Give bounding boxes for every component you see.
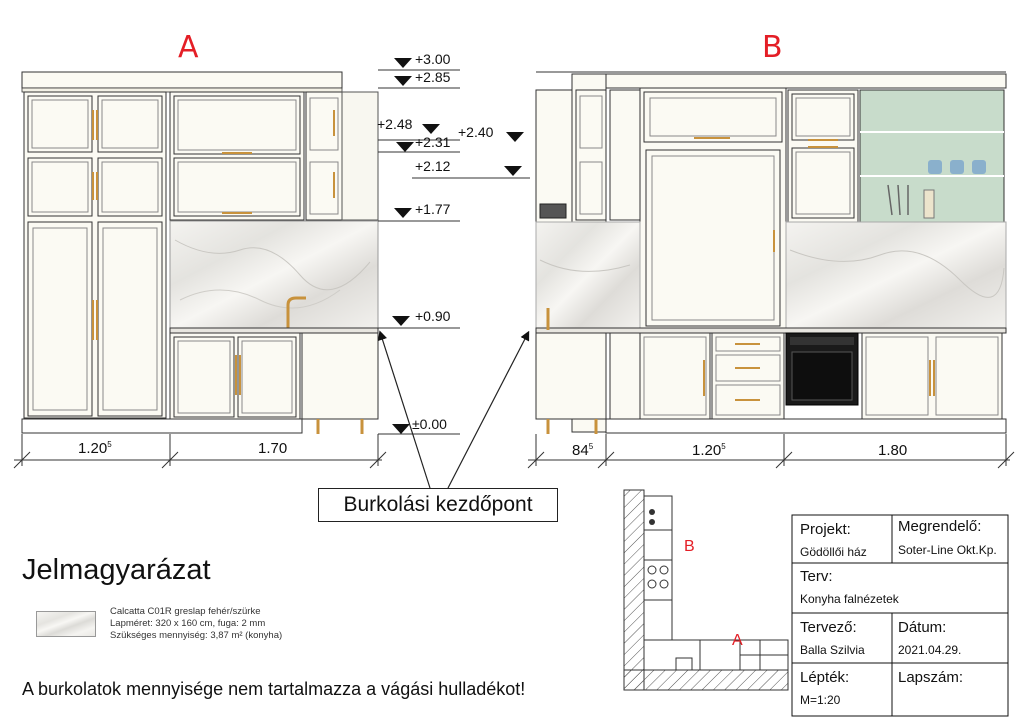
- marble-backsplash-a: [169, 220, 379, 330]
- lapszam-label: Lapszám:: [898, 669, 964, 686]
- datum-value: 2021.04.29.: [898, 643, 962, 657]
- tiling-start-callout: Burkolási kezdőpont: [318, 488, 558, 522]
- legend-title: Jelmagyarázat: [22, 554, 211, 586]
- base-cabinets-a: [169, 332, 379, 420]
- leptek-label: Lépték:: [800, 669, 850, 686]
- callout-leader-b: [447, 330, 530, 489]
- dimension-a-1: 1.205: [78, 440, 112, 457]
- level-markers: [378, 58, 530, 435]
- elevation-a: [13, 71, 387, 469]
- megrendelo-value: Soter-Line Okt.Kp.: [898, 543, 997, 557]
- level-label: +0.90: [415, 308, 451, 324]
- level-label: +2.48: [377, 116, 413, 132]
- projekt-label: Projekt:: [800, 521, 851, 538]
- level-label: +2.40: [458, 124, 494, 140]
- datum-label: Dátum:: [898, 619, 947, 636]
- terv-value: Konyha falnézetek: [800, 592, 899, 606]
- dimension-a-2: 1.70: [258, 440, 288, 457]
- megrendelo-label: Megrendelő:: [898, 518, 982, 535]
- leptek-value: M=1:20: [800, 693, 841, 707]
- dimension-b-1: 845: [572, 442, 594, 459]
- legend-line: Calcatta C01R greslap fehér/szürke: [110, 606, 261, 617]
- tall-pantry-a: [23, 91, 167, 419]
- dimension-b-2: 1.205: [692, 442, 726, 459]
- floor-plan: [623, 489, 789, 691]
- dimension-b-3: 1.80: [878, 442, 908, 459]
- legend-line: Szükséges mennyiség: 3,87 m² (konyha): [110, 630, 283, 641]
- title-block-frame: [791, 514, 1009, 717]
- waste-note: A burkolatok mennyisége nem tartalmazza …: [22, 679, 526, 699]
- marble-tile-swatch: [36, 611, 96, 637]
- tervezo-label: Tervező:: [800, 619, 857, 636]
- legend-line: Lapméret: 320 x 160 cm, fuga: 2 mm: [110, 618, 266, 629]
- view-b-label: B: [762, 30, 783, 65]
- plan-label-a: A: [732, 632, 743, 649]
- elevation-b: [527, 71, 1015, 469]
- view-a-label: A: [178, 30, 199, 65]
- level-label: +2.31: [415, 134, 451, 150]
- level-label: +2.85: [415, 69, 451, 85]
- projekt-value: Gödöllői ház: [800, 545, 867, 559]
- marble-backsplash-b: [785, 221, 1007, 329]
- level-label: +3.00: [415, 51, 451, 67]
- level-label: ±0.00: [412, 416, 447, 432]
- callout-leader-a: [377, 330, 431, 489]
- tervezo-value: Balla Szilvia: [800, 643, 865, 657]
- level-label: +1.77: [415, 201, 451, 217]
- terv-label: Terv:: [800, 568, 833, 585]
- upper-cabinets-a: [169, 91, 379, 221]
- level-label: +2.12: [415, 158, 451, 174]
- plan-label-b: B: [684, 538, 695, 555]
